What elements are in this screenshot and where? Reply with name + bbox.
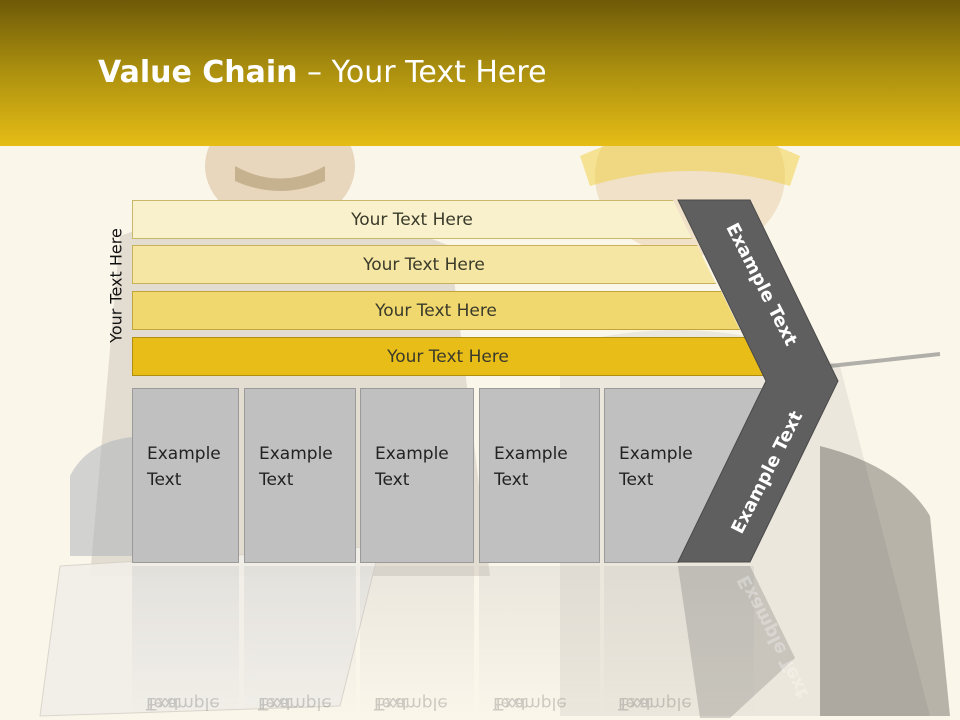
chevron-shape [677,199,839,718]
band-2: Your Text Here [132,245,716,284]
title-bold: Value Chain [98,55,298,90]
header-bar: Value Chain – Your Text Here [0,0,960,146]
band-1-label: Your Text Here [351,209,473,230]
title-rest: – Your Text Here [297,55,547,90]
band-4: Your Text Here [132,337,764,376]
band-4-label: Your Text Here [387,346,509,367]
band-3: Your Text Here [132,291,740,330]
band-1: Your Text Here [132,200,692,239]
band-2-label: Your Text Here [363,254,485,275]
band-3-label: Your Text Here [375,300,497,321]
slide-title: Value Chain – Your Text Here [98,55,547,90]
side-label: Your Text Here [106,228,126,343]
